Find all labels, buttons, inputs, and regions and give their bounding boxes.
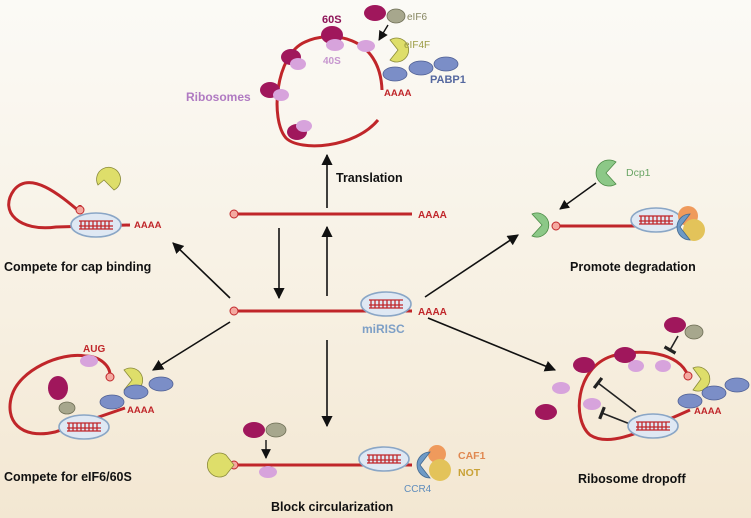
dropoff-polya-label: AAAA — [694, 406, 722, 417]
dcp1-pacman — [595, 159, 617, 187]
pabp-oval — [433, 56, 459, 72]
ccr4-pacman — [416, 451, 431, 479]
center-arrows — [152, 153, 557, 428]
label-40s: 40S — [323, 56, 341, 67]
caf1-label: CAF1 — [458, 450, 486, 462]
translation-label: Translation — [336, 171, 403, 185]
eif4f-pacman — [389, 37, 410, 63]
block-circularization-title: Block circularization — [271, 500, 393, 514]
caf1-blob — [428, 445, 446, 463]
label-eif4f: eIF4F — [404, 40, 430, 51]
label-ribosomes: Ribosomes — [186, 90, 251, 104]
center-mrna-bottom — [229, 291, 412, 317]
pabp-oval — [382, 66, 408, 82]
degradation-mrna — [531, 159, 705, 241]
mirisc-label: miRISC — [362, 322, 405, 336]
dcp-pacman — [531, 212, 550, 238]
compete-eif6-title: Compete for eIF6/60S — [4, 470, 132, 484]
not-label: NOT — [458, 467, 481, 479]
polysome-mrna — [275, 35, 384, 148]
label-60s: 60S — [322, 14, 342, 26]
small-subunit — [290, 58, 306, 70]
center-mirisc-complex — [360, 291, 412, 317]
not-blob — [429, 459, 451, 481]
cap-polya-label: AAAA — [134, 220, 162, 231]
label-eif6: eIF6 — [407, 12, 427, 23]
cap-competition-mrna — [7, 166, 131, 238]
ribosome-dropoff-title: Ribosome dropoff — [578, 472, 686, 486]
label-pabp1: PABP1 — [430, 74, 466, 86]
pabp-oval — [408, 60, 434, 76]
block-circularization-mrna — [206, 422, 451, 481]
eif4f-cap-complex — [382, 37, 459, 82]
center-bottom-polya-label: AAAA — [418, 307, 447, 318]
eif6-complex — [364, 5, 406, 41]
small-subunit — [357, 40, 375, 52]
aug-label: AUG — [83, 344, 105, 355]
eif6-polya-label: AAAA — [127, 405, 155, 416]
polysome-polya-label: AAAA — [384, 88, 412, 99]
arrow-to-compete-eif6 — [152, 321, 231, 371]
small-subunit — [326, 39, 344, 51]
ccr4-pacman — [676, 213, 691, 241]
arrow-to-promote-degradation — [424, 234, 519, 298]
eif4f-pacman — [692, 366, 711, 392]
ccr4-label: CCR4 — [404, 484, 432, 495]
arrow-to-ribosome-dropoff — [427, 317, 557, 372]
polysome-ribosomes — [260, 26, 375, 140]
compete-cap-title: Compete for cap binding — [4, 260, 151, 274]
promote-degradation-title: Promote degradation — [570, 260, 696, 274]
eif6-competition-mrna — [8, 353, 174, 440]
eif4f-pacman — [206, 452, 235, 478]
dcp1-label: Dcp1 — [626, 167, 651, 179]
center-top-polya-label: AAAA — [418, 210, 447, 221]
ribosome-dropoff-mrna — [535, 317, 750, 442]
arrow-to-compete-cap — [172, 242, 231, 299]
center-mrna-top — [229, 209, 412, 219]
small-subunit — [273, 89, 289, 101]
eif4f-pacman — [96, 166, 121, 191]
small-subunit — [296, 120, 312, 132]
